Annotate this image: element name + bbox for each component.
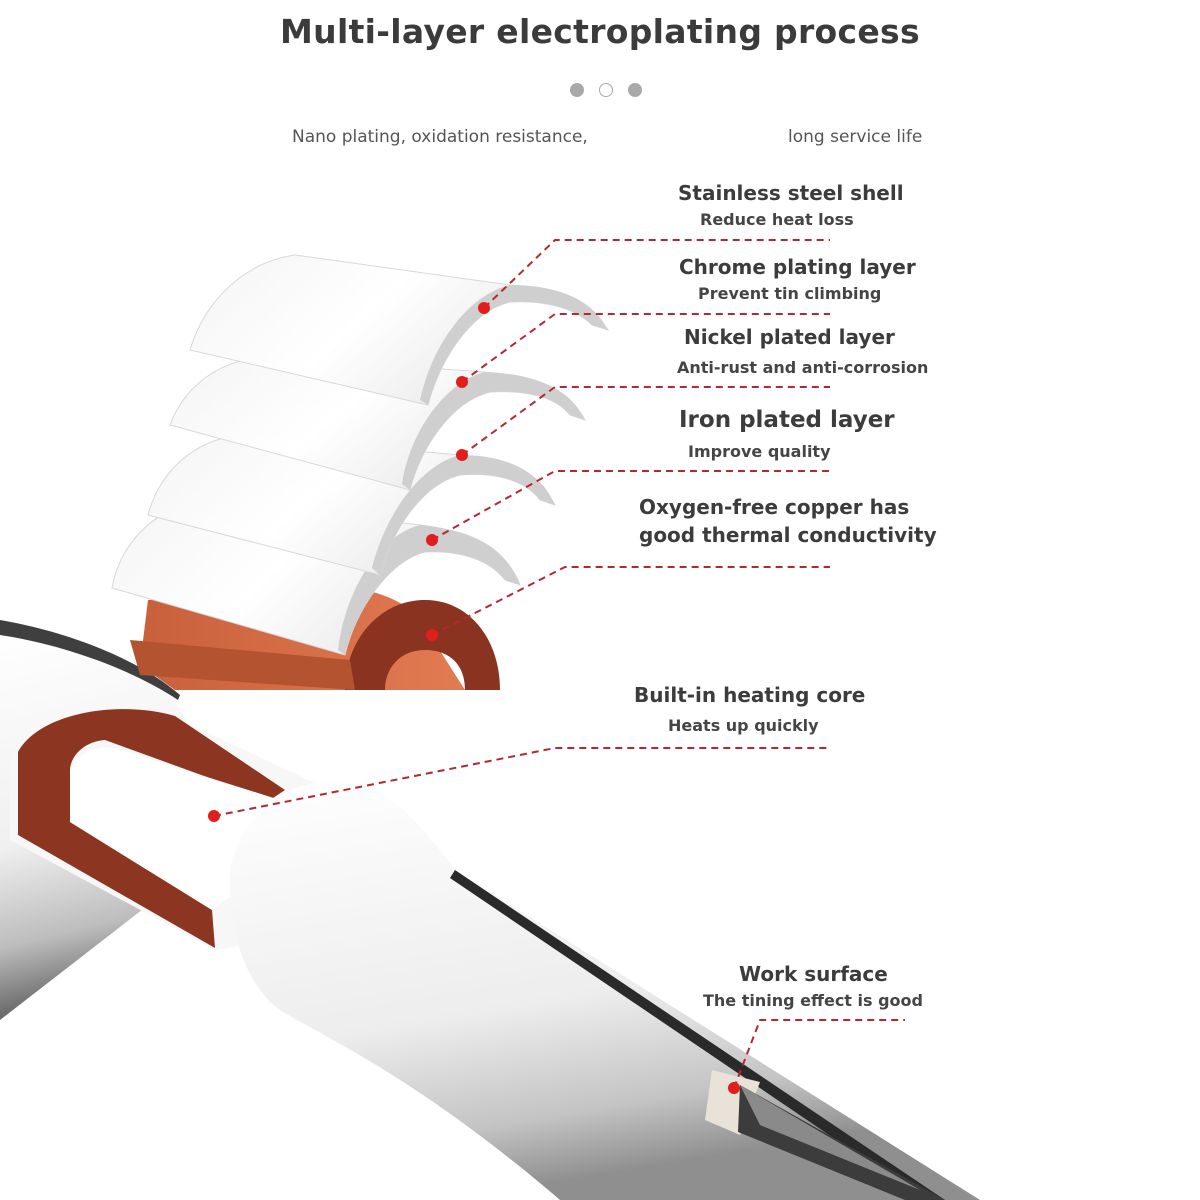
- carousel-dots: [568, 83, 648, 99]
- subtitle-right: long service life: [788, 127, 923, 147]
- leader-nickel: [461, 386, 830, 456]
- tip-bulb: [229, 781, 980, 1200]
- leader-chrome: [461, 313, 830, 383]
- label-copper-line2: good thermal conductivity: [639, 523, 937, 547]
- label-iron-layer: Iron plated layer: [679, 407, 895, 433]
- tip-shadow-edge: [450, 870, 945, 1200]
- label-copper-line1: Oxygen-free copper has: [639, 495, 910, 519]
- dot-core: [208, 810, 220, 822]
- label-heating-core: Built-in heating core: [634, 683, 866, 707]
- copper-bottom: [130, 640, 355, 690]
- tip-point-light: [740, 1085, 920, 1190]
- dot-nickel: [456, 449, 468, 461]
- dot-chrome: [456, 376, 468, 388]
- desc-heating-core: Heats up quickly: [668, 716, 819, 735]
- subtitle-left: Nano plating, oxidation resistance,: [292, 127, 588, 147]
- heating-core-inner: [70, 747, 280, 910]
- leader-work: [733, 1019, 905, 1089]
- label-work-surface: Work surface: [739, 962, 888, 986]
- label-nickel-layer: Nickel plated layer: [684, 325, 895, 349]
- carousel-dot-1[interactable]: [570, 83, 584, 97]
- dot-work: [728, 1082, 740, 1094]
- leader-iron: [431, 470, 830, 541]
- leader-copper: [431, 566, 830, 636]
- dot-iron: [426, 534, 438, 546]
- label-chrome-layer: Chrome plating layer: [679, 255, 916, 279]
- desc-iron-layer: Improve quality: [688, 442, 831, 461]
- tip-point: [738, 1085, 945, 1200]
- plating-layers: [111, 254, 610, 656]
- heating-core-copper: [18, 709, 285, 948]
- desc-work-surface: The tining effect is good: [703, 991, 923, 1010]
- desc-nickel-layer: Anti-rust and anti-corrosion: [677, 358, 929, 377]
- carousel-dot-2[interactable]: [599, 83, 613, 97]
- leader-lines: [213, 239, 905, 1089]
- dot-stainless: [478, 302, 490, 314]
- leader-core: [213, 747, 830, 817]
- work-surface-band: [705, 1070, 760, 1135]
- label-stainless-shell: Stainless steel shell: [678, 181, 904, 205]
- desc-chrome-layer: Prevent tin climbing: [698, 284, 882, 303]
- carousel-dot-3[interactable]: [628, 83, 642, 97]
- soldering-tip: [0, 620, 980, 1200]
- tip-shaft-back-edge: [0, 620, 180, 700]
- desc-stainless-shell: Reduce heat loss: [700, 210, 854, 229]
- copper-front: [345, 600, 500, 690]
- leader-dots: [208, 302, 740, 1094]
- dot-copper: [426, 629, 438, 641]
- page-title: Multi-layer electroplating process: [280, 12, 920, 51]
- leader-stainless: [483, 239, 830, 309]
